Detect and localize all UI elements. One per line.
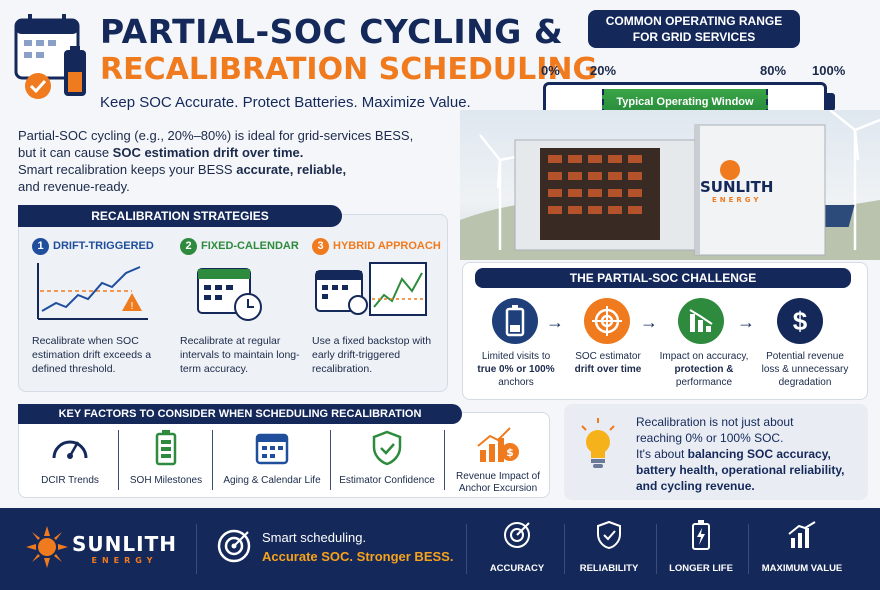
challenge-title: THE PARTIAL-SOC CHALLENGE xyxy=(475,268,851,288)
insight-text: Recalibration is not just about reaching… xyxy=(636,415,845,493)
strategy-hybrid-text: Use a fixed backstop with early drift-tr… xyxy=(312,335,432,375)
growth-chart-icon xyxy=(788,521,816,548)
factor-revenue: $ Revenue Impact of Anchor Excursion xyxy=(450,424,546,495)
badge-maximum-value: MAXIMUM VALUE xyxy=(752,520,852,574)
intro-text: Partial-SOC cycling (e.g., 20%–80%) is i… xyxy=(18,128,414,194)
strategy-calendar-text: Recalibrate at regular intervals to main… xyxy=(180,335,300,375)
range-label-20: 20% xyxy=(590,63,617,78)
shield-check-icon xyxy=(372,430,402,466)
factor-confidence: Estimator Confidence xyxy=(332,430,442,486)
calendar-battery-icon xyxy=(12,12,92,102)
arrow-icon: → xyxy=(640,312,658,332)
range-title: COMMON OPERATING RANGE FOR GRID SERVICES xyxy=(588,10,800,48)
battery-bolt-icon xyxy=(692,520,710,550)
sun-logo-icon xyxy=(26,526,68,573)
battery-icon xyxy=(492,298,538,344)
footer-bar xyxy=(0,508,880,590)
range-label-80: 80% xyxy=(760,63,787,78)
range-label-0: 0% xyxy=(541,63,560,78)
range-label-100: 100% xyxy=(812,63,846,78)
battery-terminal xyxy=(827,93,835,111)
tagline: Keep SOC Accurate. Protect Batteries. Ma… xyxy=(100,94,471,111)
factor-dcir: DCIR Trends xyxy=(24,430,116,486)
footer-slogan: Smart scheduling. Accurate SOC. Stronger… xyxy=(262,530,454,564)
strategy-drift-text: Recalibrate when SOC estimation drift ex… xyxy=(32,335,152,375)
target-footer-icon xyxy=(216,528,252,569)
revenue-chart-icon: $ xyxy=(477,427,519,462)
calendar-clock-icon xyxy=(197,268,262,321)
insight-card xyxy=(564,404,868,500)
arrow-icon: → xyxy=(546,312,564,332)
declining-chart-icon xyxy=(678,298,724,344)
factor-soh: SOH Milestones xyxy=(120,430,212,486)
gauge-icon xyxy=(52,440,88,459)
hybrid-icon xyxy=(315,262,427,316)
brand-logo-container: SUNLITH ENERGY xyxy=(700,178,774,204)
challenge-item-3: Impact on accuracy,protection &performan… xyxy=(659,351,749,388)
factors-title: KEY FACTORS TO CONSIDER WHEN SCHEDULING … xyxy=(18,404,462,424)
battery-health-icon xyxy=(155,430,177,466)
arrow-icon: → xyxy=(737,312,755,332)
calendar-icon xyxy=(255,433,289,465)
drift-chart-icon: ! xyxy=(37,263,148,320)
strategies-title: RECALIBRATION STRATEGIES xyxy=(18,205,342,227)
target-icon xyxy=(584,298,630,344)
badge-longer-life: LONGER LIFE xyxy=(660,520,742,574)
factors-card xyxy=(18,412,550,498)
target-badge-icon xyxy=(504,522,530,548)
svg-text:$: $ xyxy=(506,446,514,459)
factor-aging: Aging & Calendar Life xyxy=(214,430,330,486)
bess-scene-image xyxy=(460,110,880,260)
dollar-icon: $ xyxy=(777,298,823,344)
title-line1: PARTIAL-SOC CYCLING & xyxy=(100,12,564,51)
badge-reliability: RELIABILITY xyxy=(568,520,650,574)
title-line2: RECALIBRATION SCHEDULING xyxy=(100,52,598,87)
shield-badge-icon xyxy=(597,520,621,550)
badge-accuracy: ACCURACY xyxy=(476,520,558,574)
lightbulb-icon xyxy=(578,418,618,479)
svg-text:!: ! xyxy=(130,301,134,312)
footer-brand: SUNLITH ENERGY xyxy=(72,532,177,565)
